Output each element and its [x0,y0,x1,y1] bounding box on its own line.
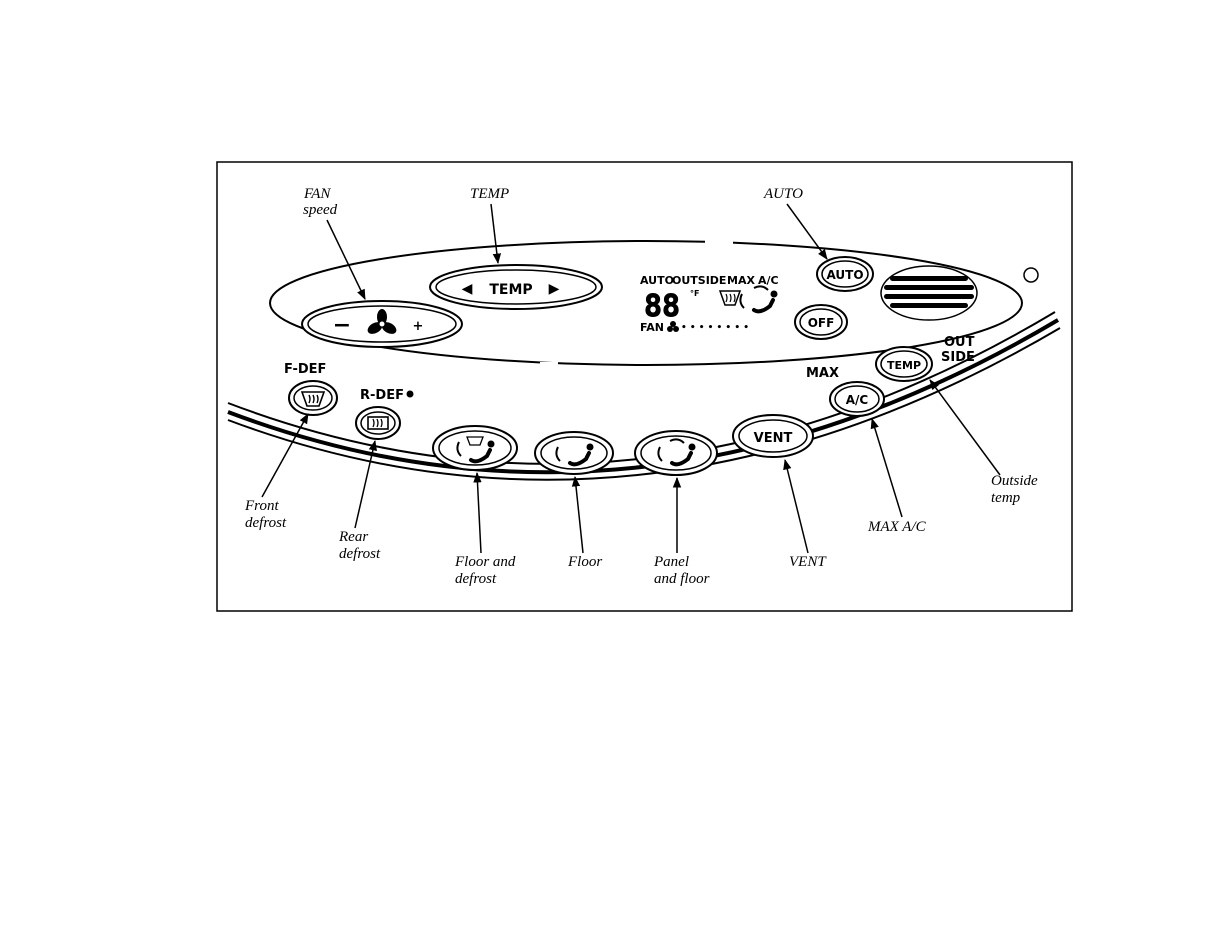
outside-temp-button[interactable]: TEMP [876,347,932,381]
leader-outside-temp [930,380,1000,475]
callout-floor: Floor [567,554,602,570]
panel-floor-button[interactable] [635,431,717,475]
callout-rear-defrost-1: Rear [338,529,368,545]
callout-outside-temp-1: Outside [991,473,1038,489]
callout-fan-speed-1: FAN [303,186,331,202]
fan-plus-label: + [413,319,424,334]
callout-outside-temp-2: temp [991,490,1021,506]
side-label: SIDE [941,350,975,365]
temp-left-arrow-icon: ◀ [462,281,473,297]
leader-floor [575,477,583,553]
vent-button-label: VENT [754,431,793,446]
floor-defrost-button[interactable] [433,426,517,470]
r-def-label: R-DEF [360,388,404,403]
callout-front-defrost-1: Front [244,498,279,514]
callout-rear-defrost-2: defrost [339,546,381,562]
display-unit: °F [690,289,699,298]
leader-vent [785,460,808,553]
indicator-dot-icon [1024,268,1038,282]
off-button[interactable]: OFF [795,305,847,339]
display-digits: 88 [644,289,680,324]
display-auto-label: AUTO [640,274,674,287]
temp-right-arrow-icon: ▶ [549,281,560,297]
max-label: MAX [806,366,839,381]
callout-auto: AUTO [763,186,803,202]
out-label: OUT [944,335,975,350]
display-max-label: MAX [727,274,755,287]
floor-button[interactable] [535,432,613,474]
vent-button[interactable]: VENT [733,415,813,457]
auto-button-label: AUTO [826,268,863,282]
callout-vent: VENT [789,554,827,570]
fan-minus-label: − [333,313,351,338]
max-ac-button[interactable]: A/C [830,382,884,416]
callout-temp: TEMP [470,186,509,202]
fan-speed-button[interactable]: − + [302,301,462,347]
display-fan-label: FAN [640,321,664,334]
callout-floor-defrost-1: Floor and [454,554,516,570]
leader-floor-defrost [477,473,481,553]
temp-button[interactable]: ◀ TEMP ▶ [430,265,602,309]
temp-button-label: TEMP [489,282,532,298]
outside-temp-button-label: TEMP [887,359,921,372]
off-button-label: OFF [808,316,835,330]
display-ac-label: A/C [758,274,779,287]
ac-button-label: A/C [846,393,869,407]
auto-button[interactable]: AUTO [817,257,873,291]
r-def-indicator-icon [407,391,414,398]
vent-grille-icon [881,266,977,320]
callout-max-ac: MAX A/C [867,519,927,535]
leader-max-ac [872,419,902,517]
callout-panel-floor-2: and floor [654,571,710,587]
callout-panel-floor-1: Panel [653,554,689,570]
callout-floor-defrost-2: defrost [455,571,497,587]
rear-defrost-button[interactable] [356,407,400,439]
f-def-label: F-DEF [284,362,326,377]
front-defrost-button[interactable] [289,381,337,415]
display-outside-label: OUTSIDE [672,274,726,287]
callout-fan-speed-2: speed [303,202,338,218]
display-fan-dots: • • • • • • • • [681,323,749,333]
callout-front-defrost-2: defrost [245,515,287,531]
